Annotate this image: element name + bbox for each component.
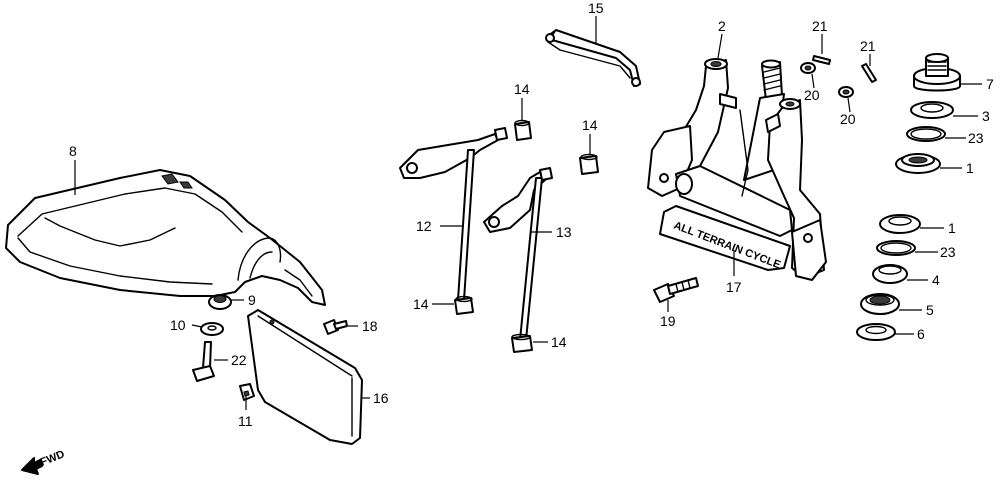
frame: ALL TERRAIN CYCLE [647, 58, 827, 281]
callout-13: 13 [556, 224, 572, 240]
callout-1-b: 1 [948, 220, 956, 236]
bearing-5 [860, 293, 900, 315]
callout-1-a: 1 [966, 160, 974, 176]
washer-10 [200, 322, 224, 336]
cushion-14-d [511, 333, 533, 353]
ring-23-upper [906, 126, 946, 142]
callout-2: 2 [718, 18, 726, 34]
stay-13 [483, 167, 553, 341]
fwd-arrow-icon: FWD [21, 448, 67, 475]
callout-20-b: 20 [840, 111, 856, 127]
bolt-19 [653, 277, 699, 303]
cushion-14-c [454, 295, 474, 315]
clip-nut-11 [239, 383, 255, 401]
bearing-1-upper [895, 153, 941, 174]
callout-11: 11 [238, 413, 253, 429]
callout-12: 12 [416, 218, 432, 234]
bolt-22 [192, 341, 215, 382]
callout-14-b: 14 [582, 117, 598, 133]
callout-15: 15 [588, 0, 604, 16]
fwd-label: FWD [39, 448, 67, 469]
bearing-1-lower [879, 214, 921, 234]
callout-21-a: 21 [812, 18, 828, 34]
callout-23-b: 23 [940, 244, 956, 260]
callout-4: 4 [932, 272, 940, 288]
callout-21-b: 21 [860, 38, 876, 54]
grommet-9 [208, 294, 232, 310]
callout-3: 3 [982, 108, 990, 124]
callout-14-a: 14 [514, 81, 530, 97]
callout-10: 10 [170, 317, 186, 333]
rear-fender [5, 169, 326, 306]
callout-16: 16 [373, 390, 389, 406]
cushion-14-b [579, 153, 599, 175]
callouts: 8 9 10 22 11 12 13 14 14 14 14 15 16 17 … [69, 0, 994, 429]
callout-7: 7 [986, 76, 994, 92]
callout-19: 19 [660, 313, 676, 329]
stay-12 [399, 127, 508, 301]
race-3 [910, 101, 954, 119]
seal-6 [856, 323, 896, 341]
cushion-14-a [514, 119, 532, 141]
leader-lines [74, 16, 982, 410]
callout-8: 8 [69, 143, 77, 159]
number-plate [247, 309, 363, 445]
callout-17: 17 [726, 279, 742, 295]
race-4 [872, 264, 908, 284]
pin-21-a [812, 55, 831, 65]
callout-5: 5 [926, 302, 934, 318]
callout-20-a: 20 [804, 87, 820, 103]
callout-18: 18 [362, 318, 378, 334]
callout-22: 22 [231, 352, 247, 368]
callout-23-a: 23 [968, 130, 984, 146]
bolt-18 [323, 319, 348, 335]
callout-14-d: 14 [551, 334, 567, 350]
washer-20-b [838, 86, 854, 98]
callout-9: 9 [248, 292, 256, 308]
washer-20-a [800, 62, 816, 74]
ring-23-lower [876, 240, 916, 256]
carrier-bar [545, 29, 641, 87]
callout-6: 6 [917, 326, 925, 342]
steering-nut-7 [913, 53, 961, 92]
callout-14-c: 14 [413, 296, 429, 312]
pin-21-b [861, 63, 877, 83]
